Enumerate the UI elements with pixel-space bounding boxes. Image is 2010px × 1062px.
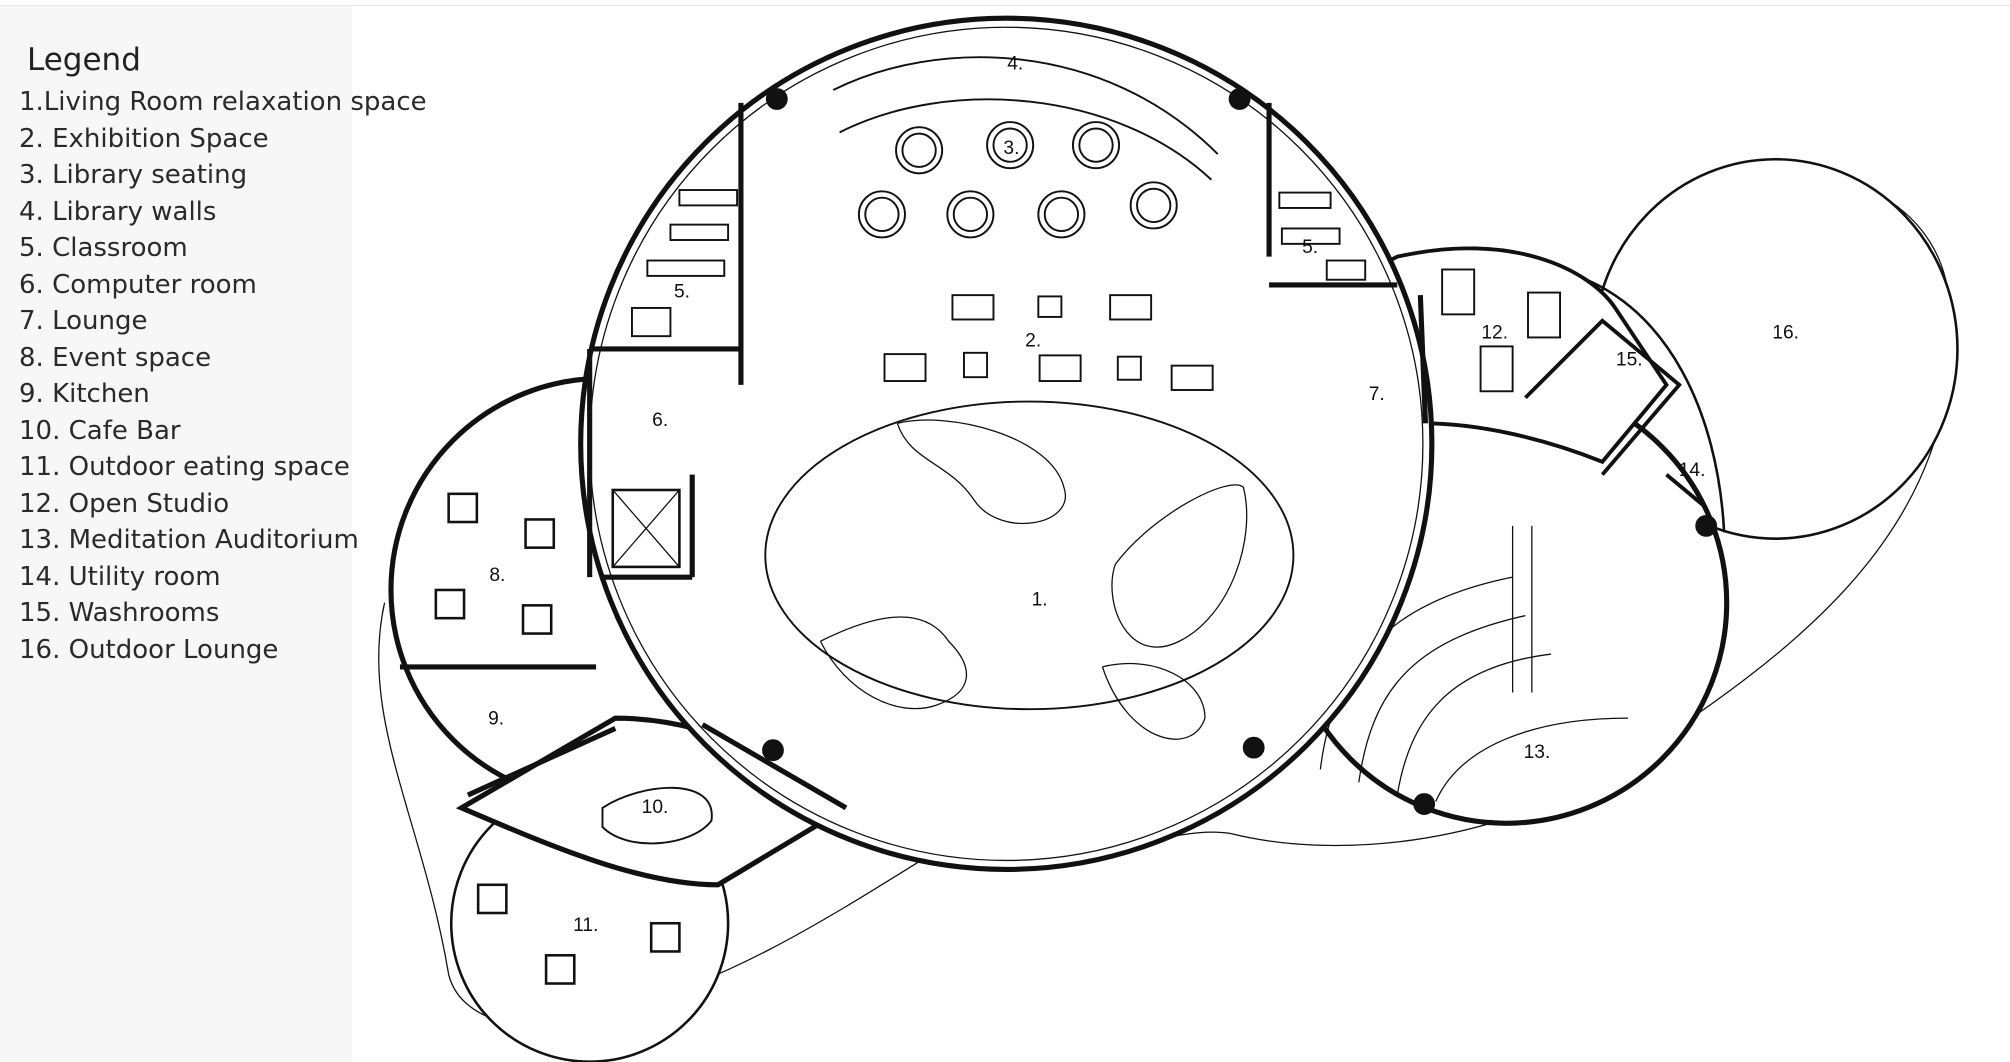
lounge-16-inner-wall bbox=[1576, 274, 1726, 533]
classroom-desks bbox=[631, 189, 1367, 338]
column bbox=[1695, 514, 1718, 537]
legend-item: 8. Event space bbox=[19, 342, 212, 373]
label-5b: 5. bbox=[1302, 237, 1318, 258]
label-14: 14. bbox=[1679, 460, 1706, 481]
legend-item: 5. Classroom bbox=[19, 233, 188, 263]
label-7: 7. bbox=[1369, 384, 1385, 405]
label-12: 12. bbox=[1481, 323, 1508, 344]
label-2: 2. bbox=[1025, 330, 1041, 351]
label-13: 13. bbox=[1524, 742, 1551, 763]
legend-item: 9. Kitchen bbox=[19, 379, 150, 409]
legend-item: 1.Living Room relaxation space bbox=[19, 87, 427, 117]
legend-item: 7. Lounge bbox=[19, 306, 148, 336]
legend-item: 11. Outdoor eating space bbox=[19, 452, 350, 482]
internal-walls bbox=[399, 102, 1429, 811]
studio-tables bbox=[1441, 268, 1562, 393]
event-tables bbox=[434, 492, 681, 985]
living-room-rugs bbox=[819, 419, 1248, 740]
label-5a: 5. bbox=[674, 282, 690, 303]
library-seating bbox=[857, 121, 1178, 239]
legend-item: 2. Exhibition Space bbox=[19, 123, 269, 154]
label-16: 16. bbox=[1772, 323, 1799, 344]
legend-title: Legend bbox=[27, 42, 141, 78]
label-3: 3. bbox=[1003, 138, 1019, 159]
legend-list: 1.Living Room relaxation space 2. Exhibi… bbox=[19, 84, 427, 668]
elevator-cross bbox=[612, 489, 680, 568]
label-9: 9. bbox=[488, 709, 504, 730]
exhibition-pedestals bbox=[883, 294, 1214, 391]
living-room-oval bbox=[764, 400, 1295, 711]
top-border bbox=[0, 0, 2010, 6]
main-hall bbox=[578, 15, 1435, 872]
legend-panel: Legend 1.Living Room relaxation space 2.… bbox=[0, 6, 427, 1062]
legend-item: 16. Outdoor Lounge bbox=[19, 634, 279, 665]
label-11: 11. bbox=[573, 915, 598, 936]
washroom-walls bbox=[1524, 318, 1707, 509]
legend-item: 10. Cafe Bar bbox=[19, 415, 181, 446]
legend-item: 13. Meditation Auditorium bbox=[19, 525, 359, 555]
label-8: 8. bbox=[489, 565, 505, 586]
label-4: 4. bbox=[1007, 54, 1023, 75]
legend-item: 3. Library seating bbox=[19, 160, 248, 190]
legend-item: 6. Computer room bbox=[19, 269, 257, 300]
elevator bbox=[611, 488, 681, 569]
label-10: 10. bbox=[642, 797, 669, 818]
legend-item: 15. Washrooms bbox=[19, 598, 220, 628]
columns bbox=[762, 88, 1265, 762]
legend-item: 12. Open Studio bbox=[19, 488, 230, 519]
label-1: 1. bbox=[1032, 589, 1048, 610]
column bbox=[1413, 793, 1436, 815]
legend-item: 4. Library walls bbox=[19, 196, 217, 227]
cafe-bar-counter bbox=[601, 786, 713, 845]
library-walls bbox=[832, 56, 1219, 181]
label-15: 15. bbox=[1616, 350, 1643, 371]
legend-item: 14. Utility room bbox=[19, 561, 221, 592]
label-6: 6. bbox=[652, 410, 668, 431]
